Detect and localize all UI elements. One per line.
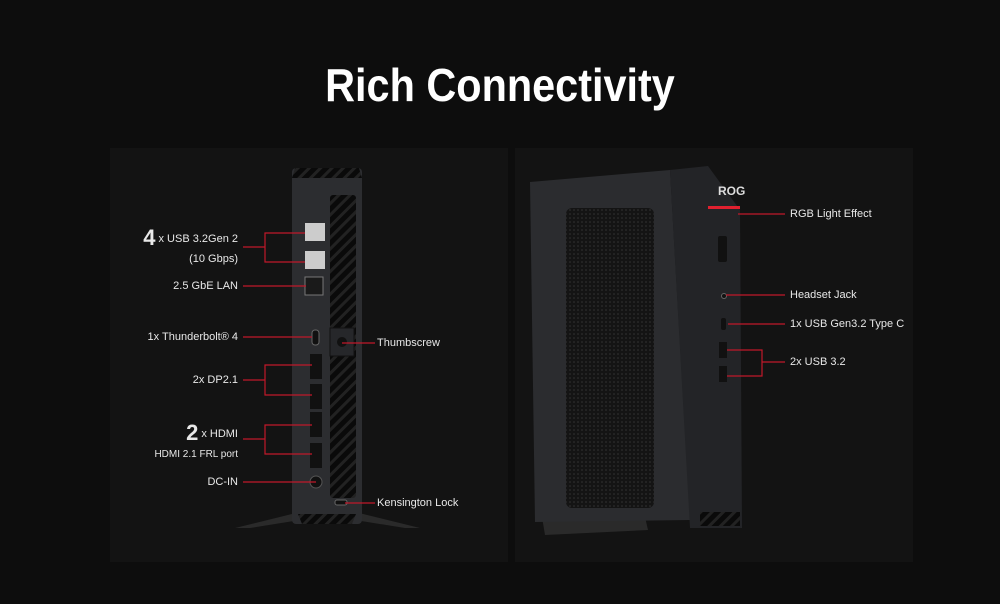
- hdmi-count: 2: [186, 420, 199, 445]
- usb-speed-label: (10 Gbps): [189, 253, 238, 265]
- front-callout-lines: [726, 213, 785, 377]
- usb32-label: 2x USB 3.2: [790, 356, 846, 368]
- svg-text:ROG: ROG: [718, 184, 745, 198]
- page-title: Rich Connectivity: [325, 59, 675, 111]
- lan-label: 2.5 GbE LAN: [173, 280, 238, 292]
- front-device: ROG: [530, 166, 745, 535]
- usb-count: 4: [143, 225, 156, 250]
- thunderbolt-label: 1x Thunderbolt® 4: [147, 331, 238, 343]
- headset-label: Headset Jack: [790, 289, 857, 301]
- usb-label-text: x USB 3.2Gen 2: [158, 233, 239, 245]
- hdmi-label-text: x HDMI: [201, 428, 238, 440]
- hdmi-sub-label: HDMI 2.1 FRL port: [154, 449, 238, 460]
- dp-label: 2x DP2.1: [192, 374, 238, 386]
- rear-callout-lines: [243, 232, 375, 504]
- dcin-label: DC-IN: [207, 476, 238, 488]
- kensington-label: Kensington Lock: [377, 497, 459, 509]
- rear-device: [235, 168, 420, 528]
- usbc-label: 1x USB Gen3.2 Type C: [790, 318, 905, 330]
- thumbscrew-label: Thumbscrew: [377, 337, 440, 349]
- rgb-label: RGB Light Effect: [790, 208, 872, 220]
